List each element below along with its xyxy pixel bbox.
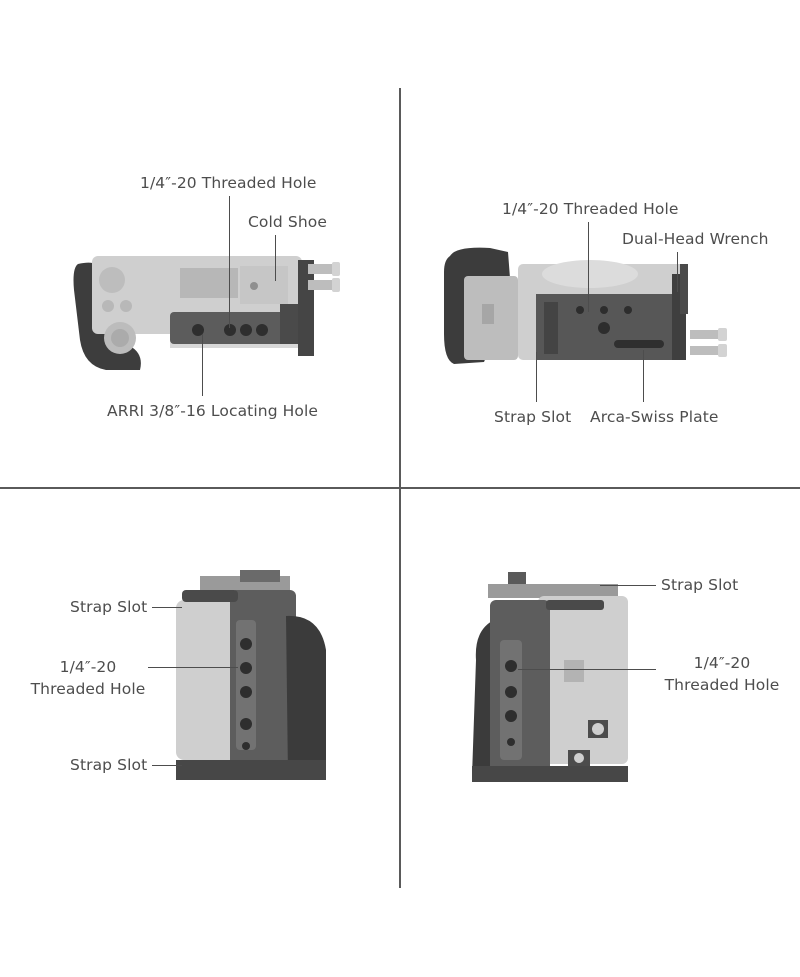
label-arri-hole: ARRI 3/8″-16 Locating Hole bbox=[107, 402, 319, 420]
leader-strap-slot bbox=[600, 585, 656, 586]
label-dual-head-wrench: Dual-Head Wrench bbox=[622, 230, 769, 248]
leader-strap-slot-bottom bbox=[152, 765, 182, 766]
label-cold-shoe: Cold Shoe bbox=[248, 213, 327, 231]
leader-arca-plate bbox=[643, 350, 644, 402]
leader-strap-slot-top bbox=[152, 607, 182, 608]
leader-wrench bbox=[677, 252, 678, 292]
leader-arri-hole bbox=[202, 334, 203, 396]
label-threaded-hole: 1/4″-20 Threaded Hole bbox=[502, 200, 679, 218]
label-strap-slot-bottom: Strap Slot bbox=[70, 756, 148, 774]
leader-strap-slot bbox=[536, 352, 537, 402]
threaded-hole-line2: Threaded Hole bbox=[30, 680, 146, 698]
leader-threaded-hole bbox=[148, 667, 238, 668]
right-side-illustration bbox=[472, 572, 628, 782]
threaded-hole-line1: 1/4″-20 bbox=[59, 658, 117, 676]
leader-threaded-hole bbox=[229, 196, 230, 328]
top-view-illustration bbox=[73, 256, 340, 370]
label-threaded-hole: 1/4″-20 Threaded Hole bbox=[658, 652, 786, 696]
bottom-view-illustration bbox=[444, 247, 727, 364]
leader-threaded-hole bbox=[588, 222, 589, 312]
label-strap-slot: Strap Slot bbox=[494, 408, 572, 426]
label-arca-swiss-plate: Arca-Swiss Plate bbox=[590, 408, 719, 426]
label-strap-slot-top: Strap Slot bbox=[70, 598, 148, 616]
leader-cold-shoe bbox=[275, 235, 276, 281]
label-strap-slot: Strap Slot bbox=[661, 576, 739, 594]
threaded-hole-line1: 1/4″-20 bbox=[693, 654, 751, 672]
horizontal-divider bbox=[0, 487, 800, 489]
label-threaded-hole: 1/4″-20 Threaded Hole bbox=[24, 656, 152, 700]
label-threaded-hole: 1/4″-20 Threaded Hole bbox=[140, 174, 317, 192]
leader-threaded-hole bbox=[518, 669, 656, 670]
threaded-hole-line2: Threaded Hole bbox=[664, 676, 780, 694]
left-side-illustration bbox=[176, 570, 326, 780]
